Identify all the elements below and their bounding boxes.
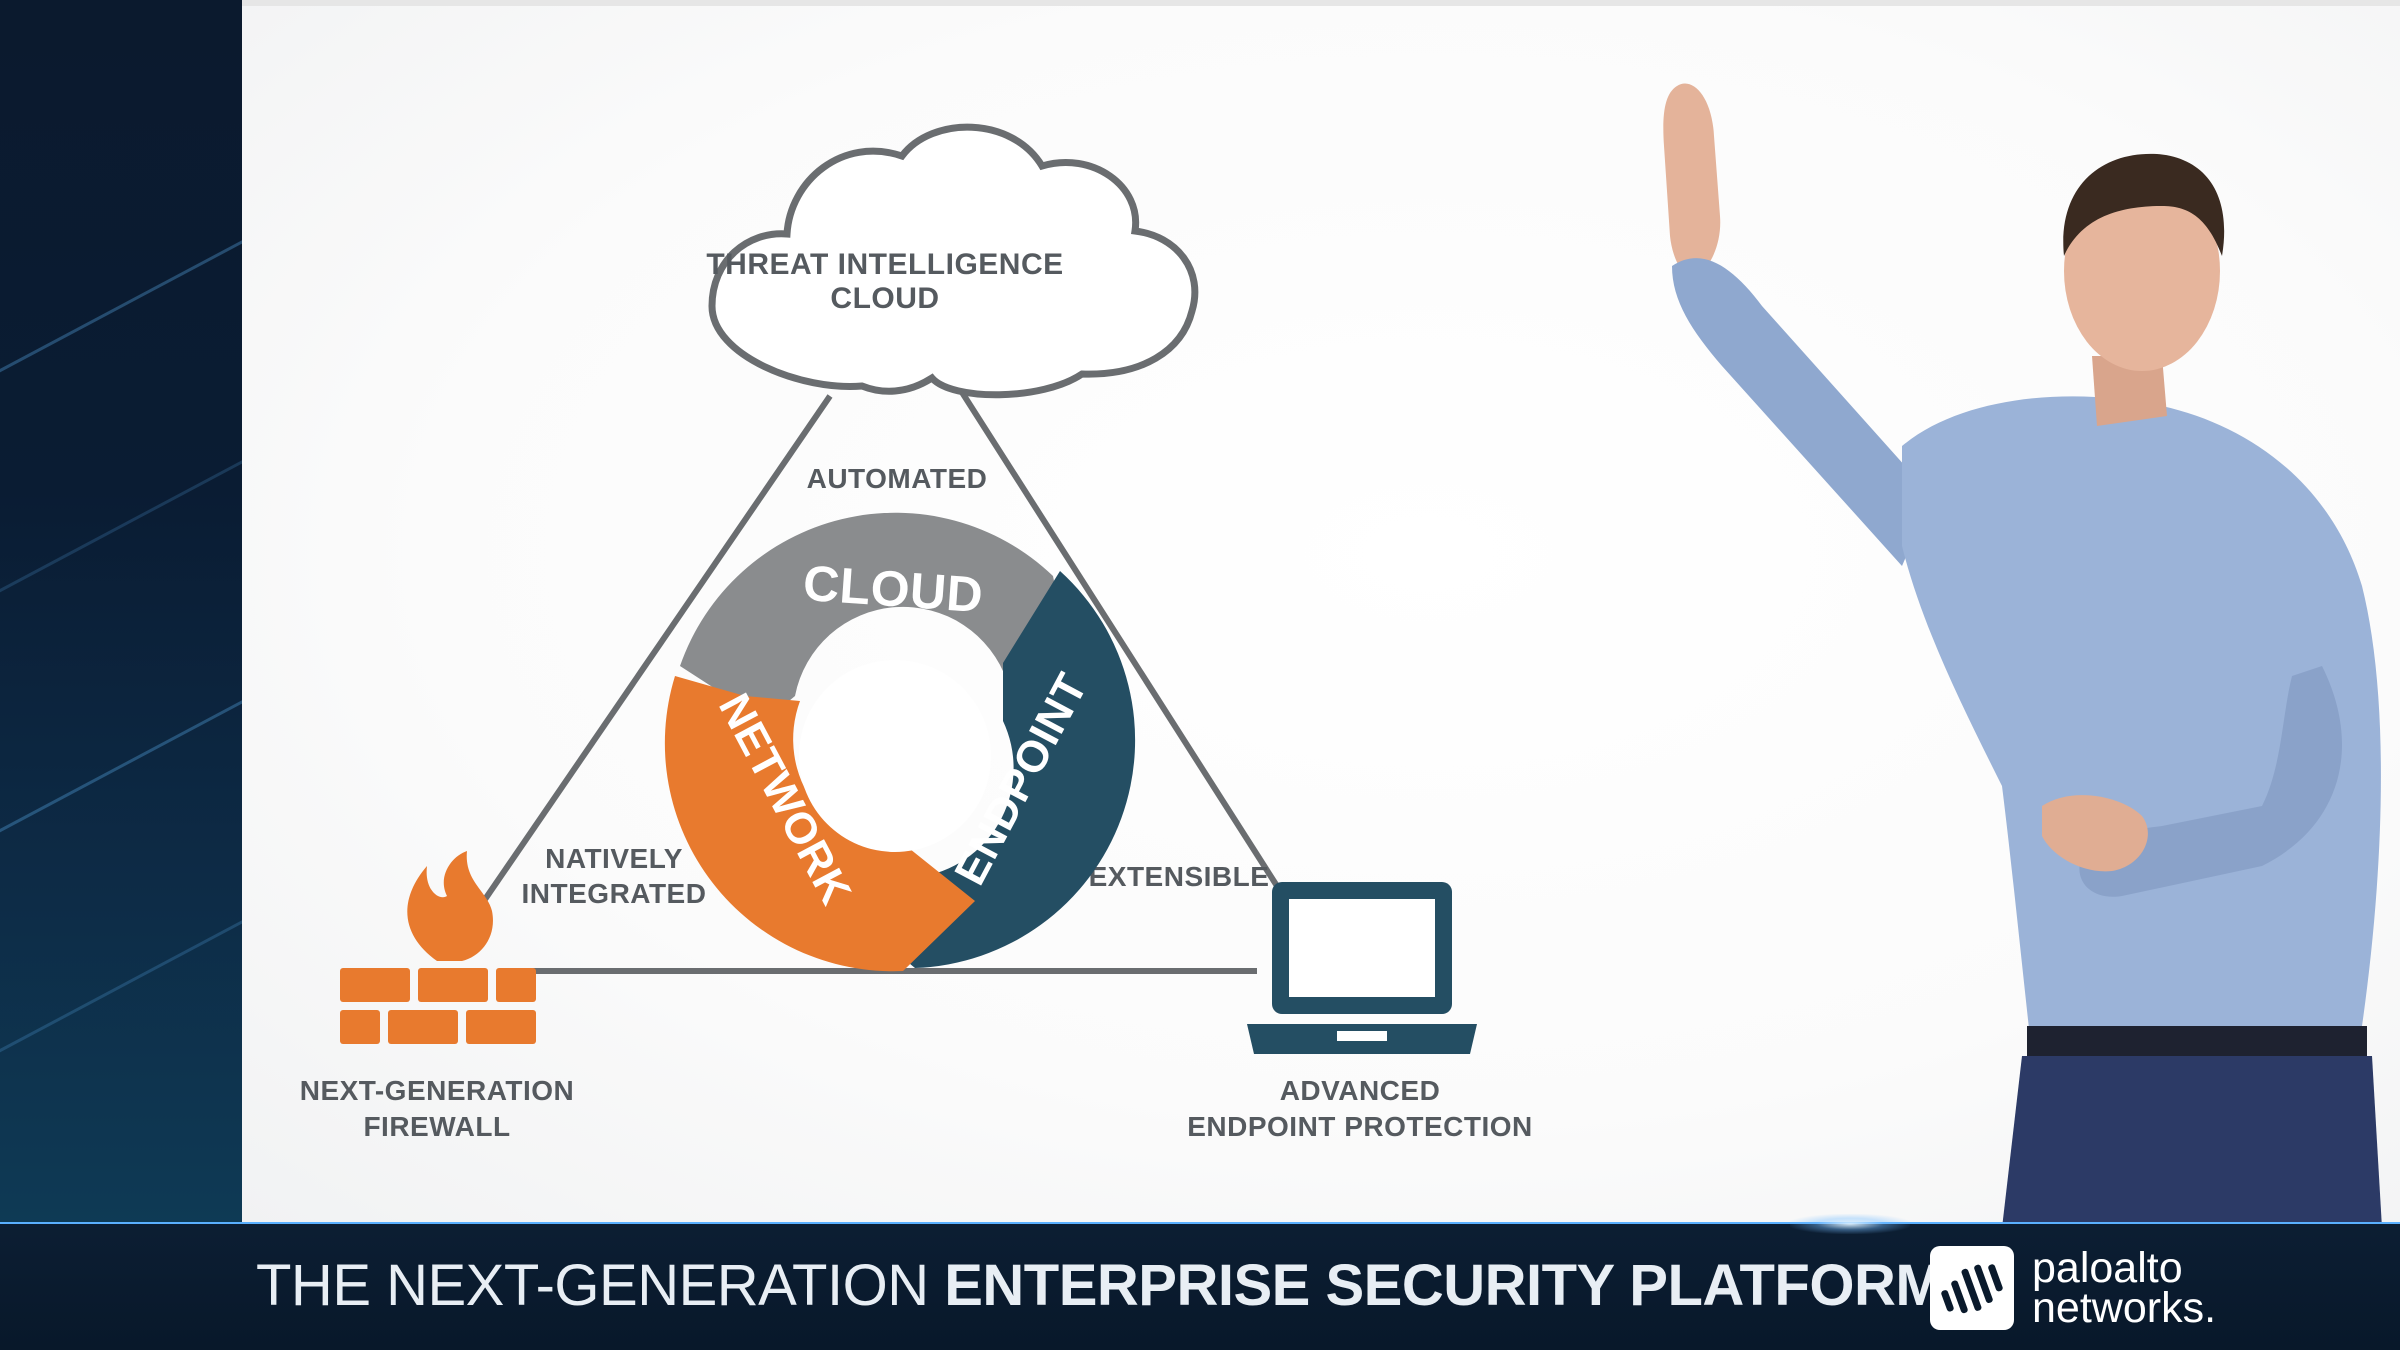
firewall-icon: [340, 851, 536, 1044]
logo-text-line1: paloalto: [2032, 1244, 2183, 1292]
paloalto-logo: paloalto networks.: [1930, 1246, 2216, 1330]
endpoint-label-line1: ADVANCED: [1280, 1075, 1441, 1106]
slide-area: THREAT INTELLIGENCE CLOUD AUTOMATED NATI…: [242, 0, 2400, 1222]
cycle-ring: [664, 512, 1136, 972]
logo-text-line2: networks.: [2032, 1284, 2217, 1332]
banner-title-bold: ENTERPRISE SECURITY PLATFORM: [944, 1253, 1944, 1318]
presenter-raised-arm: [1672, 258, 1932, 566]
edge-label-natively: NATIVELY: [545, 843, 683, 874]
presenter-shirt: [1902, 396, 2381, 1056]
presenter-raised-hand: [1663, 83, 1721, 277]
presenter-figure: [1663, 83, 2382, 1222]
firewall-label-line1: NEXT-GENERATION: [300, 1075, 575, 1106]
logo-text: paloalto networks.: [2032, 1244, 2217, 1332]
ring-segment-cloud: [680, 512, 1065, 721]
presenter-trousers: [2002, 1056, 2382, 1222]
cloud-label-line2: CLOUD: [830, 282, 939, 315]
firewall-label-line2: FIREWALL: [363, 1111, 510, 1142]
endpoint-label-line2: ENDPOINT PROTECTION: [1187, 1111, 1533, 1142]
banner-glow: [1790, 1214, 1910, 1234]
ring-segment-network: [664, 676, 975, 972]
edge-label-automated: AUTOMATED: [807, 463, 988, 494]
presenter-head: [2064, 171, 2220, 371]
edge-label-integrated: INTEGRATED: [522, 878, 707, 909]
cloud-label-line1: THREAT INTELLIGENCE: [706, 248, 1063, 281]
cloud-icon: [708, 123, 1199, 399]
edge-label-extensible: EXTENSIBLE: [1089, 861, 1270, 892]
presenter-hand: [2042, 795, 2148, 872]
platform-diagram: THREAT INTELLIGENCE CLOUD AUTOMATED NATI…: [300, 123, 1533, 1142]
presenter-hair: [2063, 153, 2225, 256]
flame-icon: [407, 851, 493, 961]
banner-title-light: THE NEXT-GENERATION: [256, 1253, 945, 1318]
ring-label-cloud: CLOUD: [801, 555, 985, 623]
ring-segment-endpoint: [870, 571, 1136, 968]
paloalto-logo-icon: [1930, 1246, 2014, 1330]
left-decorative-panel: [0, 0, 242, 1225]
banner-title: THE NEXT-GENERATION ENTERPRISE SECURITY …: [256, 1252, 1944, 1319]
bottom-banner: THE NEXT-GENERATION ENTERPRISE SECURITY …: [0, 1214, 2400, 1350]
laptop-icon: [1247, 882, 1477, 1054]
